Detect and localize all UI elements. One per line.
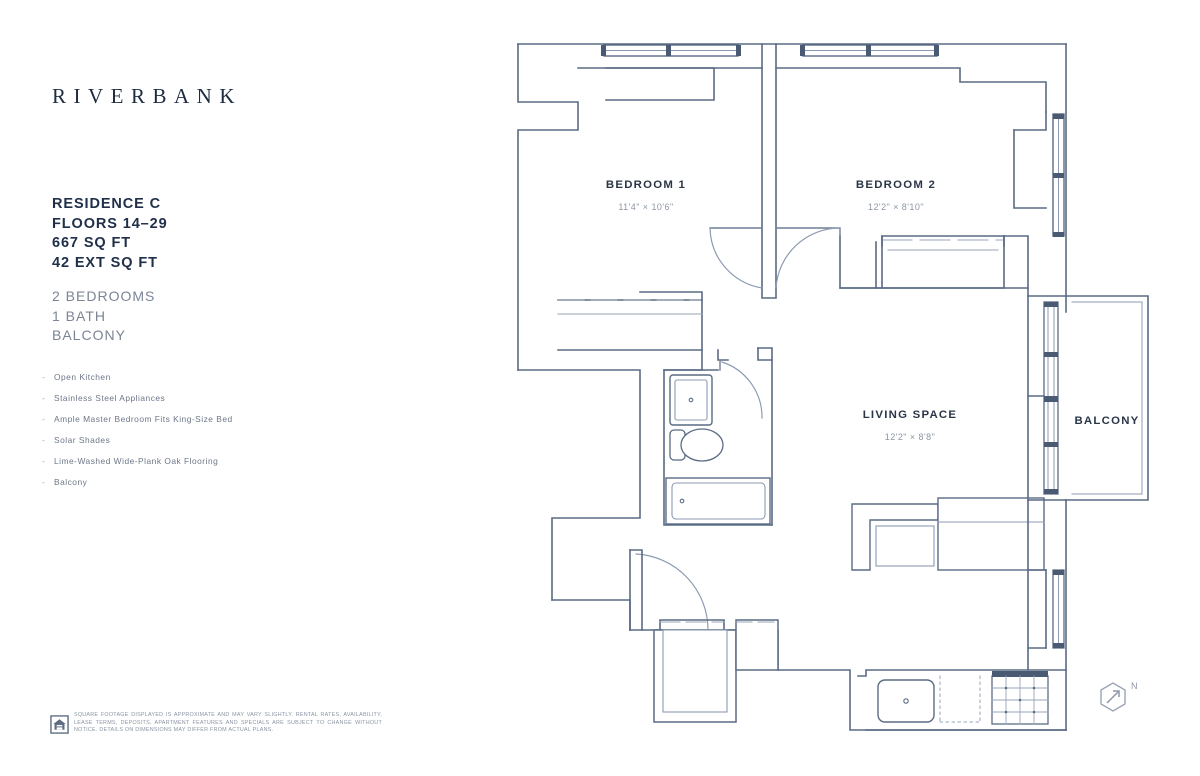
window-kitchen-east xyxy=(1052,569,1065,649)
cooktop xyxy=(991,671,1049,725)
wall-kitchen-window-tie xyxy=(1027,569,1047,649)
residence-summary: 2 BEDROOMS 1 BATH BALCONY xyxy=(52,287,155,346)
wall-bathroom-right xyxy=(757,347,773,526)
door-bathroom xyxy=(721,361,763,419)
floor-plan-drawing: BEDROOM 1 11'4" × 10'6" BEDROOM 2 12'2" … xyxy=(500,30,1190,750)
wall-exterior-left-lower xyxy=(517,369,641,601)
feature-label: Lime-Washed Wide-Plank Oak Flooring xyxy=(54,456,219,466)
summary-outdoor: BALCONY xyxy=(52,327,126,343)
feature-label: Solar Shades xyxy=(54,435,111,445)
room-dimensions: 12'2" × 8'10" xyxy=(868,202,924,212)
bullet-dash-icon: - xyxy=(42,456,46,466)
bullet-dash-icon: - xyxy=(42,393,46,403)
door-entry-panel xyxy=(629,549,643,631)
living-sofa xyxy=(851,497,1045,571)
room-name: BEDROOM 1 xyxy=(606,179,686,191)
bathroom-sink xyxy=(669,374,713,426)
feature-label: Open Kitchen xyxy=(54,372,111,382)
list-item: - Open Kitchen xyxy=(42,372,272,384)
niche-bedroom-2-east xyxy=(1013,129,1047,209)
feature-label: Balcony xyxy=(54,477,88,487)
window-bedroom-1 xyxy=(601,44,741,57)
info-panel: RIVERBANK RESIDENCE C FLOORS 14–29 667 S… xyxy=(0,0,420,776)
kitchen-sink xyxy=(877,679,935,723)
list-item: - Stainless Steel Appliances xyxy=(42,393,272,405)
floor-plan-svg: BEDROOM 1 11'4" × 10'6" BEDROOM 2 12'2" … xyxy=(517,43,1149,731)
disclaimer-text: SQUARE FOOTAGE DISPLAYED IS APPROXIMATE … xyxy=(74,712,382,734)
wall-bedroom-2-left-lower xyxy=(839,235,877,289)
room-label-living-space: LIVING SPACE 12'2" × 8'8" xyxy=(863,409,958,442)
window-bedroom-2 xyxy=(800,44,939,57)
brand-logo: RIVERBANK xyxy=(52,84,243,108)
list-item: - Solar Shades xyxy=(42,435,272,447)
closet-bedroom-1-upper xyxy=(605,67,715,101)
summary-baths: 1 BATH xyxy=(52,307,106,324)
bullet-dash-icon: - xyxy=(42,477,46,487)
list-item: - Lime-Washed Wide-Plank Oak Flooring xyxy=(42,456,272,468)
balcony-rail xyxy=(1065,295,1149,501)
room-dimensions: 12'2" × 8'8" xyxy=(885,432,936,442)
features-list: - Open Kitchen - Stainless Steel Applian… xyxy=(42,372,272,498)
door-entry xyxy=(635,553,709,631)
room-label-balcony: BALCONY xyxy=(1074,415,1139,427)
door-bedroom-1 xyxy=(709,227,763,289)
feature-label: Ample Master Bedroom Fits King-Size Bed xyxy=(54,414,233,424)
closet-bedroom-1-outline xyxy=(557,299,703,351)
bathtub xyxy=(665,477,771,525)
residence-name: RESIDENCE C xyxy=(52,196,161,212)
window-bedroom-2-east xyxy=(1052,113,1065,237)
room-dimensions: 11'4" × 10'6" xyxy=(618,202,673,212)
toilet xyxy=(669,428,724,462)
utility-closet xyxy=(735,619,779,671)
closet-bedroom-2-outline xyxy=(881,235,1005,289)
room-name: BEDROOM 2 xyxy=(856,179,936,191)
room-label-bedroom-1: BEDROOM 1 11'4" × 10'6" xyxy=(606,179,686,212)
entry-closet xyxy=(653,621,737,723)
compass-label: N xyxy=(1131,681,1138,691)
wall-bathroom-top-left xyxy=(717,349,729,361)
equal-housing-opportunity-icon xyxy=(50,715,69,734)
wall-bedroom-2-right-lower xyxy=(1003,235,1029,297)
wall-interior-top-right xyxy=(775,67,1047,113)
bullet-dash-icon: - xyxy=(42,372,46,382)
list-item: - Balcony xyxy=(42,477,272,489)
footer-disclaimer: SQUARE FOOTAGE DISPLAYED IS APPROXIMATE … xyxy=(50,712,390,735)
wall-exterior-left-upper xyxy=(517,43,579,371)
bullet-dash-icon: - xyxy=(42,414,46,424)
room-name: LIVING SPACE xyxy=(863,409,958,421)
wall-closet-bedroom-2-left xyxy=(875,241,883,289)
door-bedroom-2 xyxy=(775,227,841,289)
entry-closet-head xyxy=(659,619,725,631)
north-arrow-icon: N xyxy=(1100,681,1138,712)
kitchen-counter-top-edge xyxy=(857,669,1067,677)
summary-bedrooms: 2 BEDROOMS xyxy=(52,288,156,304)
room-label-bedroom-2: BEDROOM 2 12'2" × 8'10" xyxy=(856,179,936,212)
balcony-rail-inner xyxy=(1071,301,1143,495)
wall-bathroom-top-right xyxy=(757,347,773,361)
wall-entry-left xyxy=(551,599,631,631)
list-item: - Ample Master Bedroom Fits King-Size Be… xyxy=(42,414,272,426)
sliding-glass-door-balcony xyxy=(1043,301,1059,495)
residence-floors: FLOORS 14–29 xyxy=(52,215,168,232)
bullet-dash-icon: - xyxy=(42,435,46,445)
room-name: BALCONY xyxy=(1074,415,1139,427)
residence-interior-sqft: 667 SQ FT xyxy=(52,235,132,251)
feature-label: Stainless Steel Appliances xyxy=(54,393,166,403)
residence-details: RESIDENCE C FLOORS 14–29 667 SQ FT 42 EX… xyxy=(52,195,168,273)
niche-bedroom-2-east-top xyxy=(1013,111,1047,131)
wall-closet-bedroom-1-right xyxy=(639,291,703,301)
residence-exterior-sqft: 42 EXT SQ FT xyxy=(52,254,158,271)
wall-partition-door-jamb xyxy=(761,287,777,299)
